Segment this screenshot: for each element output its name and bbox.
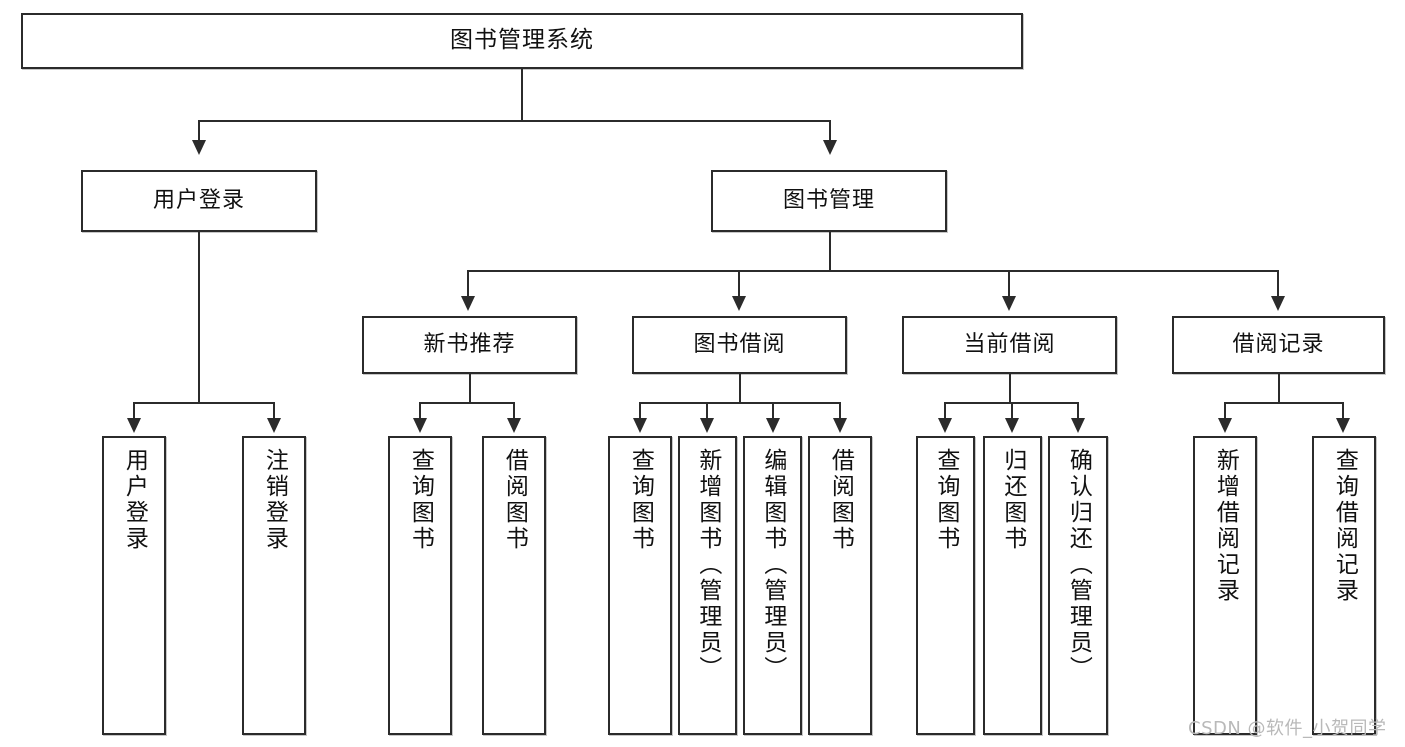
connector-new-book-bus — [419, 402, 514, 404]
arrowhead-cb-confirm — [1071, 418, 1085, 433]
connector-drop-book-manage — [829, 120, 831, 142]
connector-drop-bb-edit — [772, 402, 774, 420]
arrowhead-current-borrow — [1002, 296, 1016, 311]
node-label: 查询图书 — [407, 448, 434, 552]
arrowhead-new-book — [461, 296, 475, 311]
node-label: 用户登录 — [121, 448, 148, 552]
node-current-borrow[interactable]: 当前借阅 — [902, 316, 1117, 374]
node-book-management[interactable]: 图书管理 — [711, 170, 947, 232]
connector-drop-bb-borrow — [839, 402, 841, 420]
node-label: 确认归还（管理员） — [1065, 448, 1092, 682]
leaf-logout[interactable]: 注销登录 — [242, 436, 306, 735]
node-label: 编辑图书（管理员） — [759, 448, 786, 682]
connector-drop-borrow-record — [1277, 270, 1279, 298]
leaf-cb-query-book[interactable]: 查询图书 — [916, 436, 975, 735]
arrowhead-bb-borrow — [833, 418, 847, 433]
connector-drop-leaf-logout — [273, 402, 275, 420]
leaf-user-login[interactable]: 用户登录 — [102, 436, 166, 735]
arrowhead-cb-query — [938, 418, 952, 433]
arrowhead-bb-query — [633, 418, 647, 433]
arrowhead-book-borrow — [732, 296, 746, 311]
arrowhead-br-query — [1336, 418, 1350, 433]
node-label: 查询图书 — [932, 448, 959, 552]
node-label: 注销登录 — [261, 448, 288, 552]
leaf-bb-add-book[interactable]: 新增图书（管理员） — [678, 436, 737, 735]
arrowhead-br-add — [1218, 418, 1232, 433]
connector-drop-leaf-user-login — [133, 402, 135, 420]
node-new-book-recommend[interactable]: 新书推荐 — [362, 316, 577, 374]
arrowhead-leaf-user-login — [127, 418, 141, 433]
connector-book-manage-stem — [829, 232, 831, 272]
connector-current-borrow-stem — [1009, 374, 1011, 404]
leaf-br-query-record[interactable]: 查询借阅记录 — [1312, 436, 1376, 735]
connector-drop-br-query — [1342, 402, 1344, 420]
connector-root-bus — [198, 120, 831, 122]
node-label: 查询图书 — [627, 448, 654, 552]
connector-drop-br-add — [1224, 402, 1226, 420]
leaf-cb-return-book[interactable]: 归还图书 — [983, 436, 1042, 735]
node-label: 借阅图书 — [827, 448, 854, 552]
node-label: 归还图书 — [999, 448, 1026, 552]
connector-user-login-stem — [198, 232, 200, 404]
connector-book-borrow-stem — [739, 374, 741, 404]
arrowhead-leaf-logout — [267, 418, 281, 433]
connector-drop-bb-add — [706, 402, 708, 420]
node-label: 新增借阅记录 — [1212, 448, 1239, 604]
leaf-bb-edit-book[interactable]: 编辑图书（管理员） — [743, 436, 802, 735]
node-label: 图书借阅 — [693, 332, 786, 358]
connector-root-stem — [521, 69, 523, 121]
arrowhead-nb-borrow — [507, 418, 521, 433]
arrowhead-user-login — [192, 140, 206, 155]
connector-drop-cb-return — [1011, 402, 1013, 420]
connector-drop-nb-query — [419, 402, 421, 420]
connector-level3-bus — [467, 270, 1279, 272]
connector-borrow-record-bus — [1224, 402, 1344, 404]
node-label: 图书管理系统 — [450, 27, 594, 54]
arrowhead-bb-add — [700, 418, 714, 433]
leaf-br-add-record[interactable]: 新增借阅记录 — [1193, 436, 1257, 735]
leaf-nb-borrow-book[interactable]: 借阅图书 — [482, 436, 546, 735]
connector-drop-cb-query — [944, 402, 946, 420]
arrowhead-bb-edit — [766, 418, 780, 433]
node-label: 借阅记录 — [1232, 332, 1325, 358]
node-label: 图书管理 — [782, 188, 875, 214]
node-label: 用户登录 — [152, 188, 245, 214]
arrowhead-nb-query — [413, 418, 427, 433]
node-root-system[interactable]: 图书管理系统 — [21, 13, 1023, 69]
connector-drop-new-book — [467, 270, 469, 298]
leaf-bb-borrow-book[interactable]: 借阅图书 — [808, 436, 872, 735]
connector-borrow-record-stem — [1278, 374, 1280, 404]
arrowhead-book-manage — [823, 140, 837, 155]
connector-drop-current-borrow — [1008, 270, 1010, 298]
leaf-bb-query-book[interactable]: 查询图书 — [608, 436, 672, 735]
connector-drop-cb-confirm — [1077, 402, 1079, 420]
leaf-cb-confirm-return[interactable]: 确认归还（管理员） — [1048, 436, 1108, 735]
node-user-login[interactable]: 用户登录 — [81, 170, 317, 232]
connector-book-borrow-bus — [639, 402, 841, 404]
connector-new-book-stem — [469, 374, 471, 404]
arrowhead-borrow-record — [1271, 296, 1285, 311]
connector-user-login-bus — [133, 402, 275, 404]
connector-drop-bb-query — [639, 402, 641, 420]
node-label: 查询借阅记录 — [1331, 448, 1358, 604]
node-label: 借阅图书 — [501, 448, 528, 552]
node-label: 新书推荐 — [423, 332, 516, 358]
connector-drop-nb-borrow — [513, 402, 515, 420]
arrowhead-cb-return — [1005, 418, 1019, 433]
connector-drop-book-borrow — [738, 270, 740, 298]
node-book-borrow[interactable]: 图书借阅 — [632, 316, 847, 374]
node-label: 新增图书（管理员） — [694, 448, 721, 682]
leaf-nb-query-book[interactable]: 查询图书 — [388, 436, 452, 735]
connector-drop-user-login — [198, 120, 200, 142]
node-borrow-record[interactable]: 借阅记录 — [1172, 316, 1385, 374]
node-label: 当前借阅 — [963, 332, 1056, 358]
